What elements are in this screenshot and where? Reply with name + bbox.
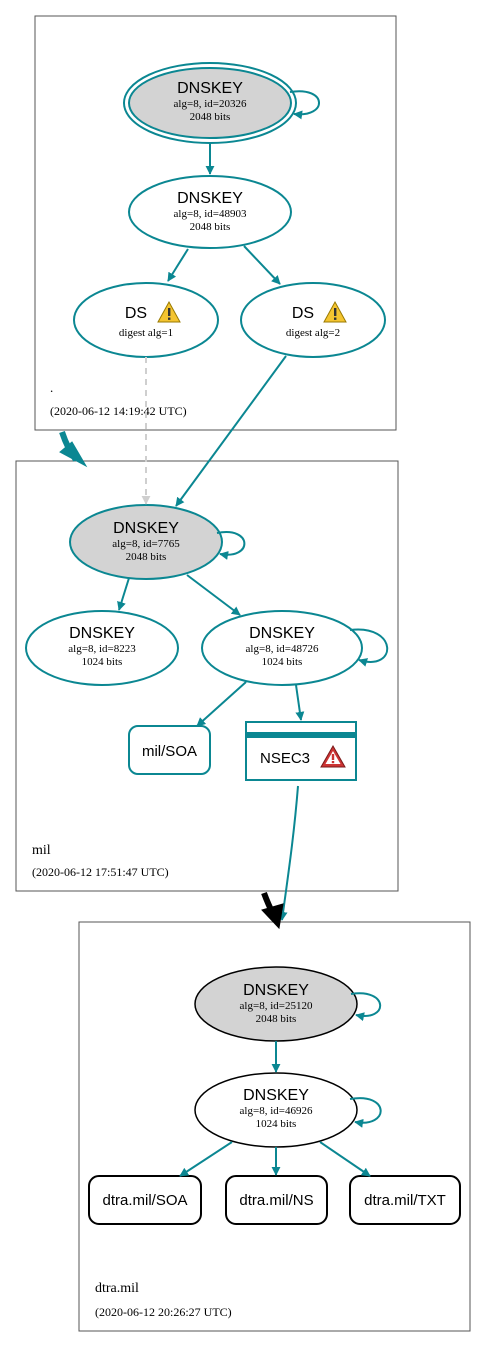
dtra-txt-title: dtra.mil/TXT bbox=[364, 1192, 446, 1209]
edge-mil-ksk-zsk2 bbox=[186, 574, 241, 616]
dtra-zsk-title: DNSKEY bbox=[243, 1087, 309, 1104]
mil-zsk1-size: 1024 bits bbox=[82, 656, 123, 668]
zone-dtra-timestamp: (2020-06-12 20:26:27 UTC) bbox=[95, 1305, 232, 1319]
edge-mil-zsk2-soa bbox=[196, 681, 247, 727]
edge-dtra-zsk-soa bbox=[179, 1141, 233, 1177]
edge-root-ds2-mil-ksk bbox=[175, 355, 287, 507]
root-ksk-detail: alg=8, id=20326 bbox=[174, 98, 247, 110]
root-zsk-title: DNSKEY bbox=[177, 190, 243, 207]
mil-zsk2-size: 1024 bits bbox=[262, 656, 303, 668]
root-ds1-node[interactable]: DS digest alg=1 bbox=[73, 282, 219, 358]
warning-red-icon bbox=[320, 744, 346, 768]
edge-dtra-zsk-self bbox=[349, 1097, 382, 1128]
edge-root-zsk-ds2 bbox=[243, 245, 281, 285]
zone-root-timestamp: (2020-06-12 14:19:42 UTC) bbox=[50, 404, 187, 418]
mil-zsk1-title: DNSKEY bbox=[69, 625, 135, 642]
dtra-ksk-title: DNSKEY bbox=[243, 982, 309, 999]
zone-mil-box bbox=[15, 460, 399, 892]
zone-dtra-name: dtra.mil bbox=[95, 1281, 139, 1296]
root-ds2-node[interactable]: DS digest alg=2 bbox=[240, 282, 386, 358]
root-ksk-node[interactable]: DNSKEY alg=8, id=20326 2048 bits bbox=[123, 62, 297, 144]
zone-root: . (2020-06-12 14:19:42 UTC) bbox=[34, 15, 397, 431]
dtra-ns-title: dtra.mil/NS bbox=[239, 1192, 313, 1209]
mil-zsk2-title: DNSKEY bbox=[249, 625, 315, 642]
root-zsk-detail: alg=8, id=48903 bbox=[174, 208, 247, 220]
edges bbox=[59, 90, 389, 1177]
warning-yellow-icon bbox=[157, 300, 181, 323]
mil-soa-title: mil/SOA bbox=[142, 743, 197, 760]
mil-zsk1-detail: alg=8, id=8223 bbox=[68, 643, 136, 655]
edge-root-ksk-self bbox=[289, 90, 320, 120]
edge-root-zsk-ds1 bbox=[167, 248, 189, 282]
root-ds1-title: DS bbox=[125, 305, 147, 322]
edge-mil-nsec3-dtra-zone bbox=[278, 785, 299, 921]
dtra-ksk-size: 2048 bits bbox=[256, 1013, 297, 1025]
edge-mil-zsk2-self bbox=[349, 628, 389, 667]
dtra-ksk-node[interactable]: DNSKEY alg=8, id=25120 2048 bits bbox=[194, 966, 358, 1042]
zone-mil: mil (2020-06-12 17:51:47 UTC) bbox=[15, 460, 399, 892]
dtra-txt-node[interactable]: dtra.mil/TXT bbox=[349, 1175, 461, 1225]
zone-root-name: . bbox=[50, 380, 53, 395]
mil-ksk-title: DNSKEY bbox=[113, 520, 179, 537]
mil-ksk-detail: alg=8, id=7765 bbox=[112, 538, 180, 550]
edge-mil-zone-dtra-zone-head bbox=[261, 903, 284, 930]
edge-dtra-zsk-txt bbox=[319, 1141, 371, 1177]
root-ksk-title: DNSKEY bbox=[177, 80, 243, 97]
edge-dtra-ksk-self bbox=[350, 992, 382, 1022]
mil-ksk-size: 2048 bits bbox=[126, 551, 167, 563]
dtra-soa-node[interactable]: dtra.mil/SOA bbox=[88, 1175, 202, 1225]
dtra-soa-title: dtra.mil/SOA bbox=[102, 1192, 187, 1209]
dtra-zsk-node[interactable]: DNSKEY alg=8, id=46926 1024 bits bbox=[194, 1072, 358, 1148]
dtra-zsk-size: 1024 bits bbox=[256, 1118, 297, 1130]
root-ds1-detail: digest alg=1 bbox=[119, 327, 173, 339]
dtra-zsk-detail: alg=8, id=46926 bbox=[240, 1105, 313, 1117]
root-zsk-node[interactable]: DNSKEY alg=8, id=48903 2048 bits bbox=[128, 175, 292, 249]
edge-mil-zsk2-nsec3 bbox=[295, 684, 305, 721]
mil-nsec3-title: NSEC3 bbox=[260, 750, 310, 767]
root-zsk-size: 2048 bits bbox=[190, 221, 231, 233]
zone-root-box bbox=[34, 15, 397, 431]
warning-yellow-icon bbox=[323, 300, 347, 323]
edge-mil-ksk-self bbox=[216, 531, 246, 560]
mil-ksk-node[interactable]: DNSKEY alg=8, id=7765 2048 bits bbox=[69, 504, 223, 580]
mil-zsk2-detail: alg=8, id=48726 bbox=[246, 643, 319, 655]
dtra-ksk-detail: alg=8, id=25120 bbox=[240, 1000, 313, 1012]
zone-mil-timestamp: (2020-06-12 17:51:47 UTC) bbox=[32, 865, 169, 879]
mil-nsec3-node[interactable]: NSEC3 bbox=[245, 721, 357, 781]
mil-zsk2-node[interactable]: DNSKEY alg=8, id=48726 1024 bits bbox=[201, 610, 363, 686]
root-ksk-size: 2048 bits bbox=[190, 111, 231, 123]
mil-zsk1-node[interactable]: DNSKEY alg=8, id=8223 1024 bits bbox=[25, 610, 179, 686]
edge-root-zone-mil-zone-head bbox=[59, 441, 88, 468]
dtra-ns-node[interactable]: dtra.mil/NS bbox=[225, 1175, 328, 1225]
zone-mil-name: mil bbox=[32, 843, 51, 858]
root-ds2-title: DS bbox=[292, 305, 314, 322]
mil-soa-node[interactable]: mil/SOA bbox=[128, 725, 211, 775]
edge-mil-ksk-zsk1 bbox=[117, 577, 130, 611]
root-ds2-detail: digest alg=2 bbox=[286, 327, 340, 339]
